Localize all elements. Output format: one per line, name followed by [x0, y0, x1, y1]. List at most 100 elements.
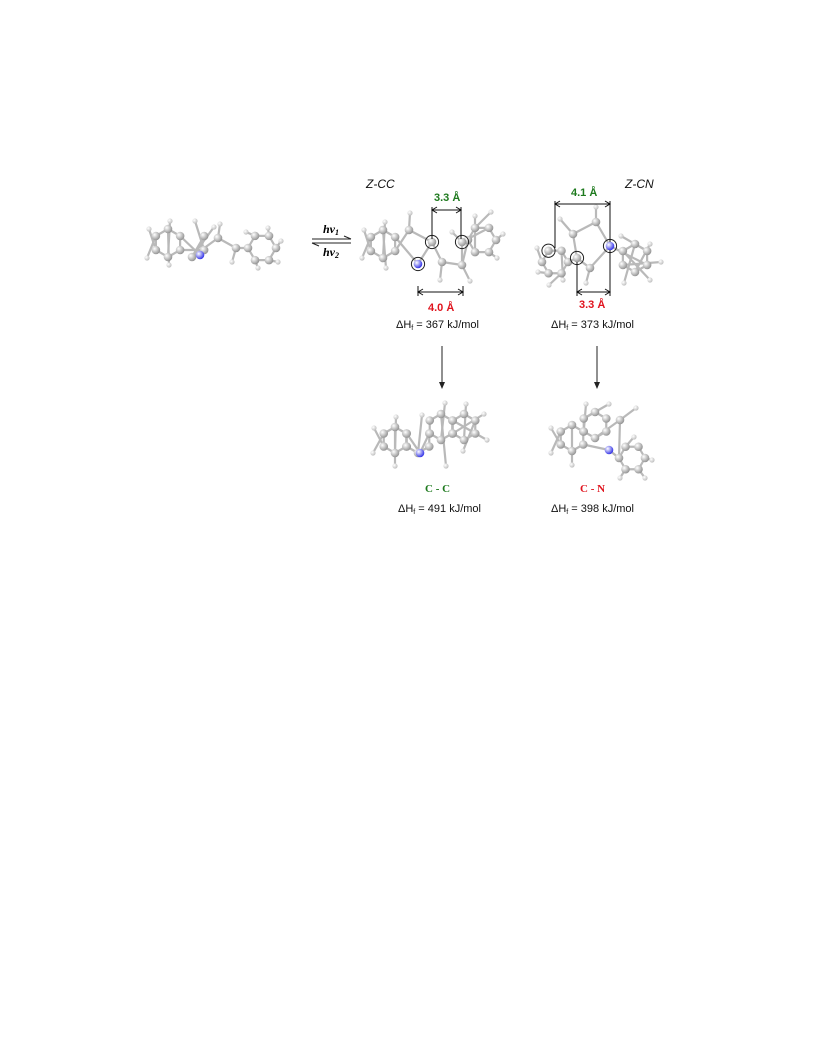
carbon-atom — [491, 235, 501, 245]
product-cc-model — [370, 400, 490, 469]
hydrogen-atom — [593, 204, 599, 210]
zcn-conformer-model — [534, 204, 664, 288]
carbon-atom — [231, 243, 241, 253]
reactive-atom-marker — [454, 234, 470, 250]
hydrogen-atom — [484, 437, 490, 443]
carbon-atom — [484, 247, 494, 257]
hydrogen-atom — [546, 282, 552, 288]
carbon-atom — [379, 429, 389, 438]
forward-light-label: hν1 — [323, 222, 339, 237]
carbon-atom — [379, 442, 389, 451]
bond — [617, 418, 622, 460]
carbon-atom — [590, 433, 600, 443]
carbon-atom — [578, 440, 588, 449]
hydrogen-atom — [548, 450, 554, 456]
hydrogen-atom — [449, 229, 455, 235]
carbon-atom — [567, 420, 577, 430]
carbon-atom — [544, 268, 553, 278]
carbon-atom — [390, 422, 400, 432]
carbon-atom — [470, 429, 480, 438]
hydrogen-atom — [371, 425, 377, 431]
h-bond — [461, 419, 477, 453]
h-bond — [621, 249, 652, 282]
hydrogen-atom — [361, 227, 367, 233]
hydrogen-atom — [146, 226, 152, 232]
carbon-atom — [601, 427, 611, 436]
carbon-atom — [425, 429, 435, 438]
carbon-atom — [427, 237, 437, 247]
carbon-atom — [556, 440, 566, 449]
carbon-atom — [151, 231, 161, 241]
hydrogen-atom — [382, 219, 388, 225]
hydrogen-atom — [633, 405, 639, 411]
hydrogen-atom — [606, 401, 612, 407]
bond — [594, 220, 612, 248]
h-bond — [622, 242, 637, 285]
carbon-atom — [437, 257, 447, 267]
hydrogen-atom — [359, 255, 365, 261]
carbon-atom — [390, 232, 400, 242]
carbon-atom — [390, 246, 400, 256]
forward-arrow-head — [343, 235, 352, 240]
hydrogen-atom — [460, 448, 466, 454]
product-cn-label: C - N — [580, 483, 605, 495]
hydrogen-atom — [407, 210, 413, 216]
photo-equilibrium-arrows: hν1 hν2 — [311, 222, 352, 260]
hydrogen-atom — [211, 224, 217, 230]
carbon-atom — [621, 442, 630, 452]
h-bond — [451, 412, 486, 435]
carbon-atom — [630, 267, 640, 277]
carbon-atom — [614, 453, 624, 463]
carbon-atom — [448, 416, 458, 425]
carbon-atom — [615, 415, 625, 425]
h-bond — [416, 413, 424, 455]
bond — [416, 240, 434, 266]
carbon-atom — [424, 442, 434, 451]
hydrogen-atom — [647, 241, 653, 247]
zcn-distance-bottom-value: 3.3 Å — [579, 298, 605, 311]
carbon-atom — [448, 429, 458, 438]
carbon-atom — [459, 409, 469, 419]
zcn-distance-top: 4.1 Å — [554, 186, 611, 248]
nitrogen-atom — [415, 448, 425, 458]
carbon-atom — [264, 255, 274, 265]
nitrogen-atom — [195, 250, 205, 260]
hydrogen-atom — [472, 213, 478, 219]
hydrogen-atom — [217, 221, 223, 227]
h-bond — [193, 219, 206, 252]
product-cn-enthalpy: ΔHf = 398 kJ/mol — [551, 503, 634, 516]
carbon-atom — [568, 229, 578, 239]
hydrogen-atom — [166, 262, 172, 268]
zcc-distance-top-value: 3.3 Å — [434, 191, 460, 204]
hydrogen-atom — [167, 218, 173, 224]
hydrogen-atom — [583, 401, 589, 407]
reactive-atom-marker — [410, 256, 426, 272]
hydrogen-atom — [192, 218, 198, 224]
zcc-enthalpy: ΔHf = 367 kJ/mol — [396, 319, 479, 332]
zcc-distance-top: 3.3 Å — [431, 191, 462, 239]
carbon-atom — [537, 257, 547, 267]
zcc-conformer-model — [359, 209, 506, 284]
zcn-label: Z-CN — [624, 177, 654, 191]
carbon-atom — [378, 253, 388, 263]
hydrogen-atom — [583, 280, 589, 286]
styrylquinoline-model — [144, 218, 284, 271]
hydrogen-atom — [144, 255, 150, 261]
carbon-atom — [579, 414, 589, 423]
carbon-atom — [436, 435, 446, 445]
hydrogen-atom — [494, 255, 500, 261]
hydrogen-atom — [647, 277, 653, 283]
h-bond — [462, 402, 468, 442]
reactive-atom-marker — [541, 243, 556, 258]
zcc-label: Z-CC — [365, 177, 395, 191]
hydrogen-atom — [255, 265, 261, 271]
nitrogen-atom — [604, 445, 614, 455]
hydrogen-atom — [560, 277, 566, 283]
hydrogen-atom — [243, 229, 249, 235]
carbon-atom — [459, 435, 469, 445]
hydrogen-atom — [548, 425, 554, 431]
reverse-light-label: hν2 — [323, 245, 339, 260]
carbon-atom — [556, 427, 566, 436]
hydrogen-atom — [392, 463, 398, 469]
product-cc-label: C - C — [425, 483, 450, 495]
